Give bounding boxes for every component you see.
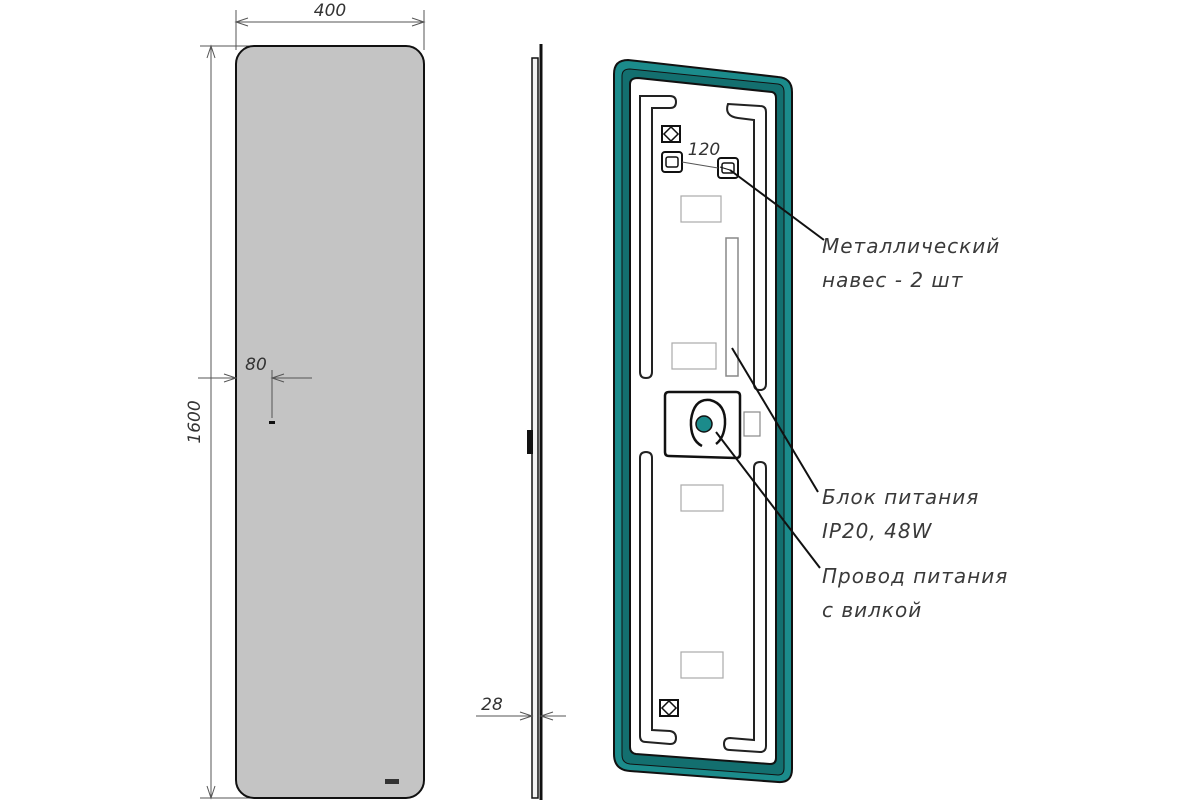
back-view: 120 bbox=[613, 58, 793, 784]
power-callout-line1: Блок питания bbox=[822, 485, 979, 509]
power-supply-unit bbox=[725, 237, 739, 377]
cord-callout-line2: с вилкой bbox=[822, 598, 922, 622]
led-channel-top-right bbox=[726, 102, 767, 392]
led-channel-bottom-left bbox=[639, 450, 678, 746]
hanger-callout-line1: Металлический bbox=[822, 234, 1000, 258]
metal-hanger-left bbox=[661, 151, 683, 173]
led-channel-top-left bbox=[639, 95, 678, 380]
mounting-screw-bottom bbox=[659, 699, 679, 717]
width-dimension-label: 400 bbox=[314, 1, 346, 21]
mirror-side-profile bbox=[531, 57, 539, 799]
hanger-callout-line2: навес - 2 шт bbox=[822, 268, 964, 292]
mirror-glass bbox=[235, 45, 425, 799]
switch-offset-label: 80 bbox=[245, 355, 267, 375]
callout-leaders bbox=[715, 166, 825, 569]
mounting-screw-top bbox=[661, 125, 681, 143]
power-callout-line2: IP20, 48W bbox=[822, 519, 933, 543]
side-view: 28 bbox=[476, 44, 566, 800]
cord-callout-line1: Провод питания bbox=[822, 564, 1008, 588]
led-channel-bottom-right bbox=[722, 460, 767, 754]
callout-hanger: Металлический навес - 2 шт bbox=[822, 234, 1000, 292]
depth-dimension-label: 28 bbox=[481, 695, 503, 715]
touch-switch-icon bbox=[269, 421, 275, 424]
front-view: 400 1600 80 bbox=[185, 1, 426, 800]
switch-box bbox=[743, 411, 761, 437]
callout-power-cord: Провод питания с вилкой bbox=[822, 564, 1008, 622]
brand-logo bbox=[385, 779, 399, 784]
callout-power-supply: Блок питания IP20, 48W bbox=[822, 485, 979, 543]
hanger-spacing-label: 120 bbox=[688, 140, 720, 160]
height-dimension-label: 1600 bbox=[185, 400, 205, 443]
metal-hanger-right bbox=[717, 157, 739, 179]
power-cord-icon bbox=[695, 415, 713, 433]
